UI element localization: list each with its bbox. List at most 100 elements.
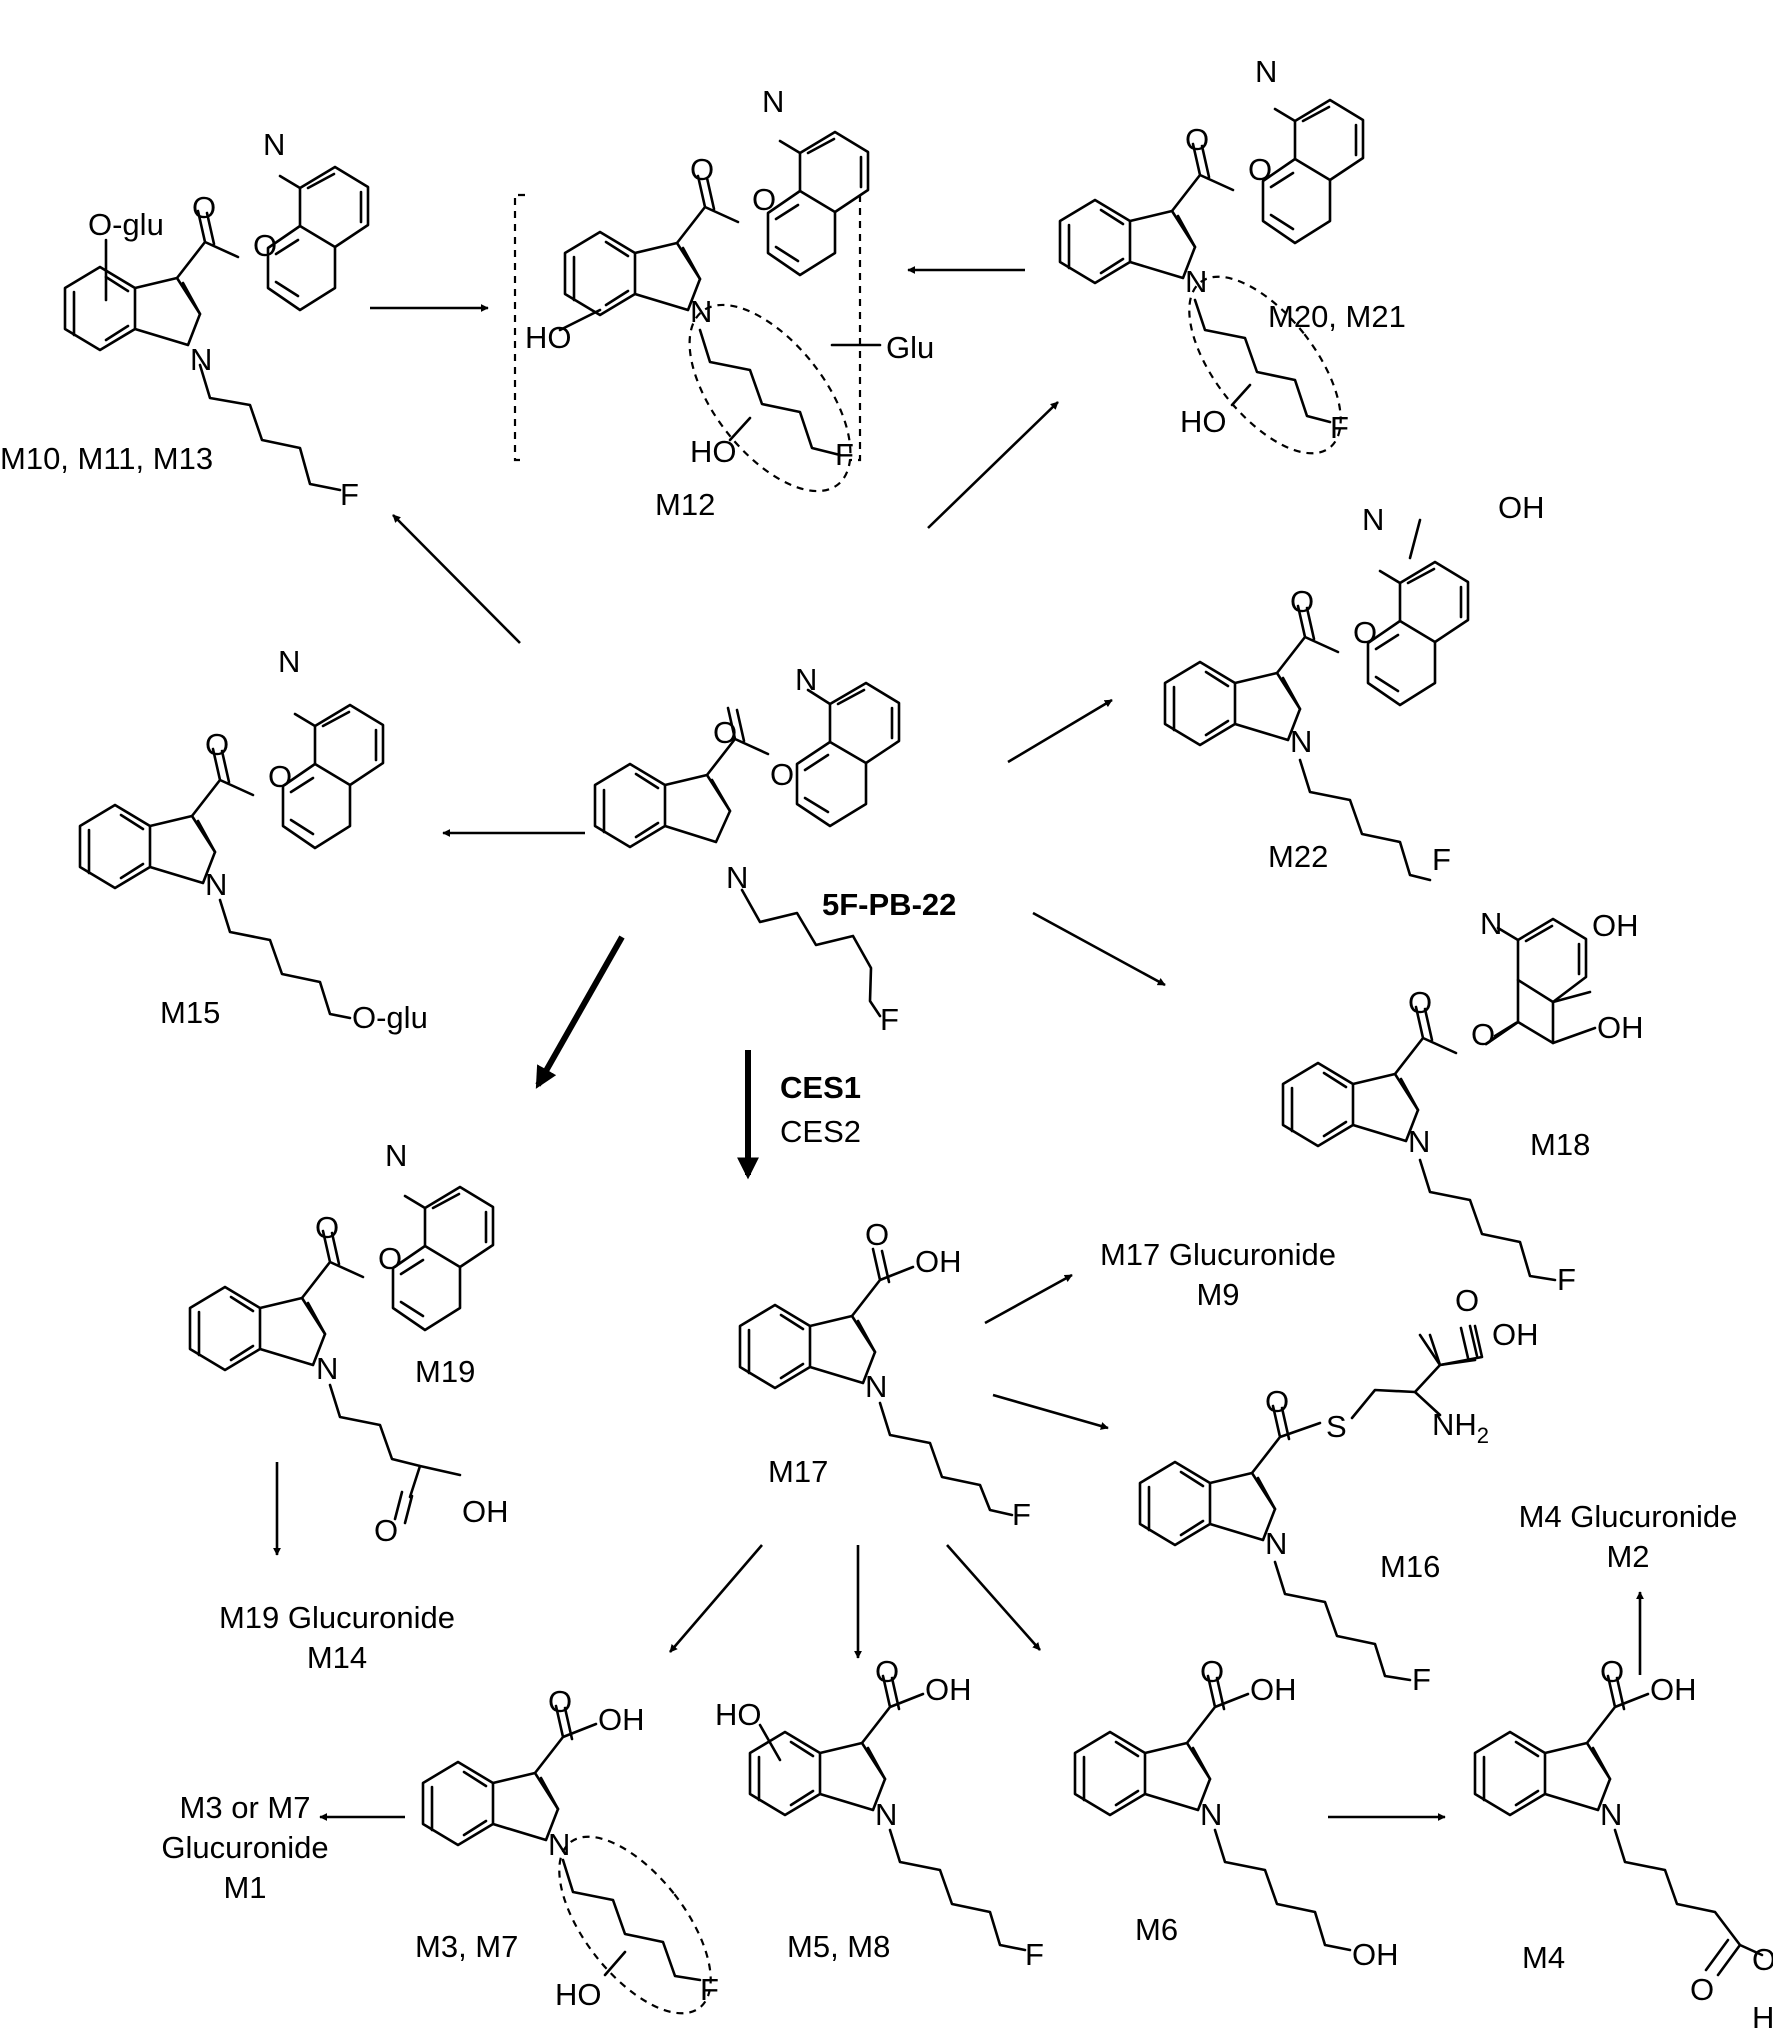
atom-n: N (1408, 1124, 1430, 1159)
atom-n: N (1290, 724, 1312, 759)
compound-m15: N O O N O-glu (78, 644, 428, 1035)
atom-n: N (690, 294, 712, 329)
atom-n: N (865, 1369, 887, 1404)
label-m17-glucuronide: M17 Glucuronide (1100, 1237, 1336, 1272)
atom-o: O (770, 757, 794, 792)
label-m3-m7: M3, M7 (415, 1929, 518, 1964)
label-ces2: CES2 (780, 1114, 861, 1149)
label-m16: M16 (1380, 1549, 1440, 1584)
compound-m16: N O S O OH NH2 F (1138, 1283, 1539, 1697)
atom-oh: OH (925, 1672, 972, 1707)
atom-n: N (726, 860, 748, 895)
atom-o: O (713, 715, 737, 750)
atom-n: N (875, 1797, 897, 1832)
atom-o: O (1265, 1384, 1289, 1419)
atom-f: F (1330, 410, 1349, 445)
atom-f: F (700, 1972, 719, 2007)
arrow-m17-to-m9 (984, 1273, 1073, 1325)
label-m17: M17 (768, 1454, 828, 1489)
atom-oh: OH (1592, 908, 1639, 943)
label-ces1: CES1 (780, 1070, 861, 1105)
label-m19-glucuronide: M19 Glucuronide (219, 1600, 455, 1635)
arrow-parent-to-m20 (927, 401, 1059, 529)
atom-oh: OH (462, 1494, 509, 1529)
atom-oh: OH (915, 1244, 962, 1279)
atom-f: F (1432, 842, 1451, 877)
atom-n: N (548, 1827, 570, 1862)
arrow-m17-to-m3 (669, 1544, 763, 1653)
atom-h: H (1752, 2000, 1773, 2032)
atom-o: O (268, 759, 292, 794)
atom-f: F (835, 437, 854, 472)
atom-o: O (374, 1513, 398, 1548)
atom-f: F (340, 477, 359, 512)
atom-o: O (1752, 1942, 1773, 1977)
atom-o: O (1200, 1654, 1224, 1689)
compound-m6: N O OH OH (1073, 1654, 1399, 1972)
atom-o: O (378, 1241, 402, 1276)
atom-oh: OH (1492, 1317, 1539, 1352)
atom-ho: HO (525, 320, 572, 355)
atom-f: F (880, 1002, 899, 1037)
label-m2: M2 (1606, 1539, 1649, 1574)
atom-ho: HO (555, 1977, 602, 2012)
atom-o: O (865, 1217, 889, 1252)
label-m12: M12 (655, 487, 715, 522)
label-m6: M6 (1135, 1912, 1178, 1947)
atom-o: O (548, 1684, 572, 1719)
atom-n: N (1480, 906, 1502, 941)
arrow-m17-to-m6 (946, 1544, 1041, 1651)
label-m22: M22 (1268, 839, 1328, 874)
atom-oh: OH (1597, 1010, 1644, 1045)
atom-o: O (253, 228, 277, 263)
atom-n: N (762, 84, 784, 119)
atom-glu: Glu (886, 330, 934, 365)
atom-n: N (263, 127, 285, 162)
label-m4-glucuronide: M4 Glucuronide (1519, 1499, 1738, 1534)
atom-n: N (795, 662, 817, 697)
atom-o: O (1471, 1017, 1495, 1052)
arrow-parent-to-m22 (1007, 698, 1113, 764)
atom-oh: OH (1650, 1672, 1697, 1707)
atom-o: O (752, 182, 776, 217)
atom-oh: OH (1352, 1937, 1399, 1972)
atom-o: O (1248, 152, 1272, 187)
atom-o: O (1185, 122, 1209, 157)
atom-o: O (690, 152, 714, 187)
atom-n: N (1600, 1797, 1622, 1832)
atom-o: O (1290, 584, 1314, 619)
atom-o: O (875, 1654, 899, 1689)
arrow-m17-to-m16 (992, 1393, 1109, 1430)
atom-o: O (1600, 1654, 1624, 1689)
compound-m20-m21: N O O N HO F (1058, 54, 1365, 455)
atom-n: N (385, 1138, 407, 1173)
compound-m4: N O OH O O H (1473, 1654, 1773, 2032)
atom-o: O (192, 190, 216, 225)
compound-m18: N O O N OH OH F (1281, 906, 1644, 1297)
label-m14: M14 (307, 1640, 367, 1675)
atom-n: N (1255, 54, 1277, 89)
atom-o: O (205, 727, 229, 762)
atom-o-glu: O-glu (352, 1000, 428, 1035)
atom-o: O (1455, 1283, 1479, 1318)
atom-oh: OH (598, 1702, 645, 1737)
atom-ho: HO (715, 1697, 762, 1732)
atom-f: F (1025, 1937, 1044, 1972)
compound-m22: N O O N OH F (1163, 490, 1545, 882)
label-m1: M1 (223, 1870, 266, 1905)
atom-o: O (315, 1210, 339, 1245)
label-m18: M18 (1530, 1127, 1590, 1162)
compound-m3-m7: N O OH HO F (421, 1684, 719, 2015)
compound-m19: N O O N O OH (188, 1138, 509, 1548)
atom-o: O (1690, 1972, 1714, 2007)
atom-ho: HO (1180, 404, 1227, 439)
atom-n: N (316, 1351, 338, 1386)
label-m3-or-m7: M3 or M7 (180, 1790, 311, 1825)
compound-m17: N O OH F (738, 1217, 1031, 1532)
atom-f: F (1412, 1662, 1431, 1697)
arrow-parent-to-m10 (392, 514, 521, 644)
atom-f: F (1012, 1497, 1031, 1532)
atom-o: O (1353, 615, 1377, 650)
compound-m10-m11-m13: N O O N O-glu F (63, 127, 370, 512)
